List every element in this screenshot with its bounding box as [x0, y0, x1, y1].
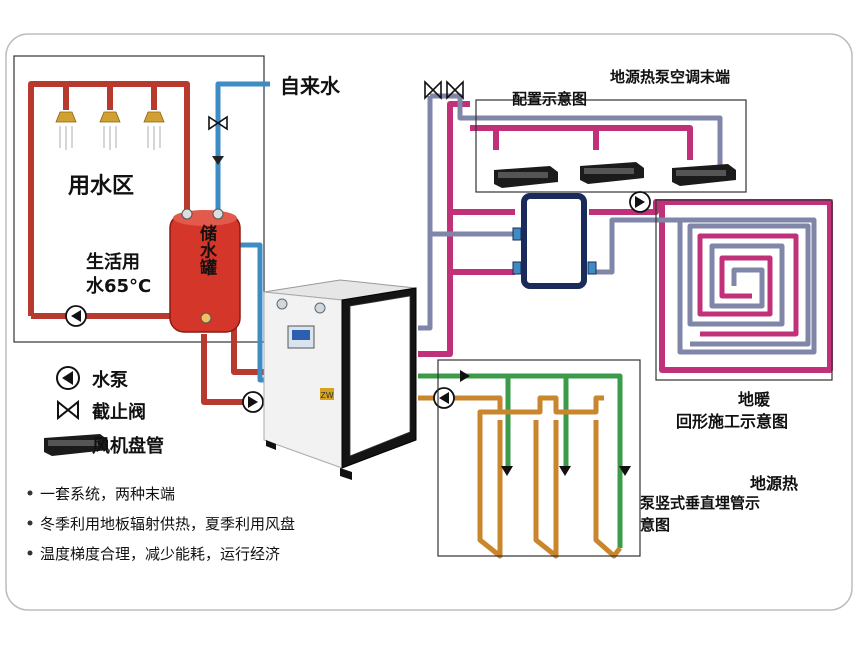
ground-source-title: 地源热: [750, 474, 799, 493]
shower-icon: [55, 111, 77, 150]
unit-badge: ZW: [320, 391, 333, 400]
floor-heating-box: [655, 199, 833, 381]
shower-icon: [99, 111, 121, 150]
water-tank: [169, 208, 241, 333]
flow-arrows: [460, 370, 631, 476]
outer-frame: [5, 33, 853, 611]
heat-exchanger: [521, 193, 587, 289]
valve-icon: [446, 80, 464, 100]
fan-coil-icon: [580, 162, 644, 184]
water-use-box: [13, 55, 265, 343]
tank-label: 储水罐: [196, 223, 218, 276]
pump-icon: [56, 366, 80, 390]
ac-terminal-box: [475, 99, 747, 193]
feature-item: 冬季利用地板辐射供热，夏季利用风盘: [40, 515, 296, 533]
pump-icon: [65, 305, 87, 327]
ac-terminal-title: 地源热泵空调末端: [610, 68, 731, 86]
domestic-water-temp: 水65°C: [86, 276, 152, 297]
bullet-dot: [27, 550, 33, 556]
ground-source-subtitle: 泵竖式垂直埋管示: [640, 494, 761, 512]
domestic-water-label: 生活用: [86, 252, 140, 273]
floor-heating-title: 地暖: [738, 390, 771, 409]
fan-coil-icon: [44, 434, 108, 456]
heat-pump-unit: ZW: [263, 279, 417, 480]
floor-heating-spiral: [687, 223, 811, 347]
pump-icon: [433, 387, 455, 409]
pump-icon: [629, 191, 651, 213]
bullet-dot: [27, 490, 33, 496]
shower-heads: [55, 111, 165, 150]
fan-coil-icon: [494, 166, 558, 188]
floor-heating-subtitle: 回形施工示意图: [676, 412, 789, 431]
flow-arrow: [212, 156, 224, 165]
ground-source-box: [437, 359, 641, 557]
tap-water-label: 自来水: [280, 74, 340, 98]
legend-pump-label: 水泵: [92, 370, 128, 391]
water-use-zone-label: 用水区: [68, 174, 135, 199]
valve-icon: [424, 80, 442, 100]
ground-source-subtitle-2: 意图: [640, 516, 671, 534]
feature-item: 温度梯度合理，减少能耗，运行经济: [40, 545, 281, 563]
bullet-dot: [27, 520, 33, 526]
ac-terminal-subtitle: 配置示意图: [512, 90, 588, 108]
valve-icon: [57, 399, 79, 421]
pump-icon: [242, 391, 264, 413]
ground-loop-orange: [418, 395, 622, 559]
valve-icon: [208, 115, 228, 131]
legend-fan-coil-label: 风机盘管: [92, 436, 164, 457]
shower-icon: [143, 111, 165, 150]
legend-valve-label: 截止阀: [92, 402, 146, 423]
feature-item: 一套系统，两种末端: [40, 485, 176, 503]
ground-loop-green: [418, 373, 623, 548]
fan-coil-icon: [672, 164, 736, 186]
